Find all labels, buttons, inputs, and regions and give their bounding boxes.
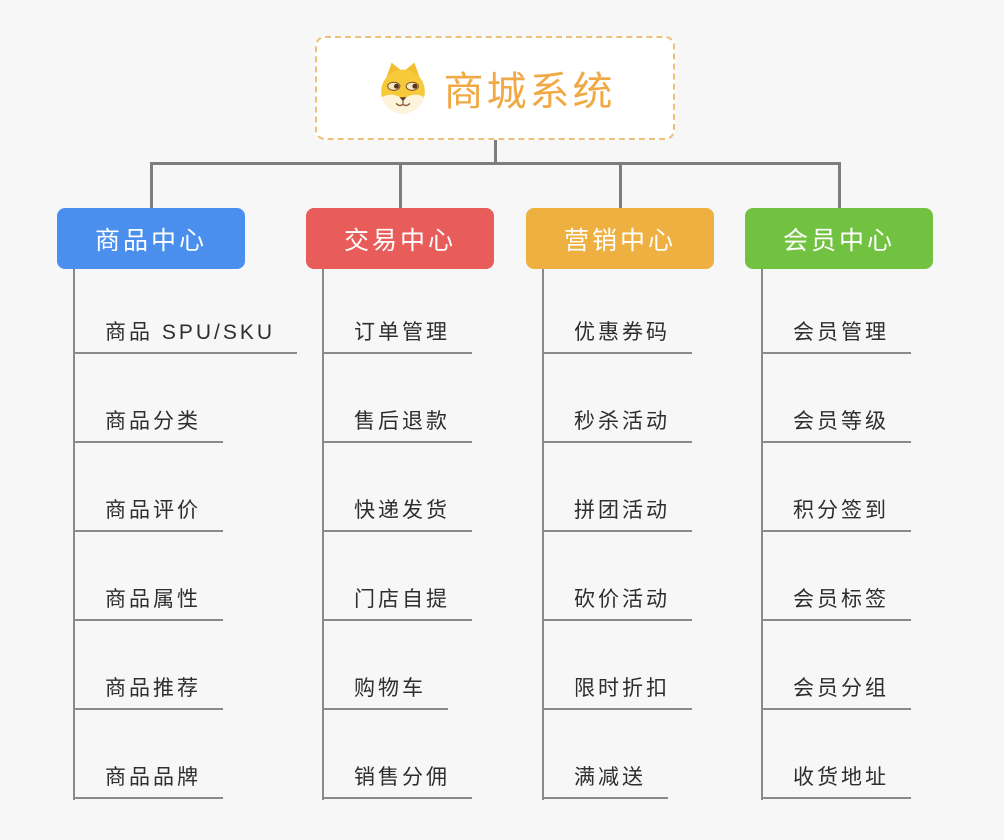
subtopic-item[interactable]: 会员标签	[761, 584, 911, 621]
subtopic-item[interactable]: 收货地址	[761, 762, 911, 799]
branch-connector-line	[322, 269, 324, 800]
subtopic-item[interactable]: 满减送	[542, 762, 668, 799]
branch-topic-label: 营销中心	[563, 226, 676, 255]
connector-segment	[398, 162, 402, 209]
subtopic-item[interactable]: 门店自提	[322, 584, 472, 621]
branch-connector-line	[761, 269, 763, 800]
branch-topic-3[interactable]: 营销中心	[526, 208, 714, 269]
branch-topic-label: 商品中心	[94, 226, 207, 255]
branch-topic-4[interactable]: 会员中心	[745, 208, 933, 269]
subtopic-item[interactable]: 积分签到	[761, 495, 911, 532]
subtopic-item[interactable]: 拼团活动	[542, 495, 692, 532]
connector-segment	[493, 140, 497, 165]
subtopic-item[interactable]: 秒杀活动	[542, 406, 692, 443]
branch-connector-line	[73, 269, 75, 800]
root-topic[interactable]: 商城系统	[315, 36, 675, 140]
branch-topic-1[interactable]: 商品中心	[57, 208, 245, 269]
dog-face-icon	[380, 62, 425, 114]
connector-segment	[149, 162, 153, 209]
subtopic-item[interactable]: 商品推荐	[73, 673, 223, 710]
branch-connector-line	[542, 269, 544, 800]
branch-topic-label: 会员中心	[782, 226, 895, 255]
subtopic-item[interactable]: 商品评价	[73, 495, 223, 532]
subtopic-item[interactable]: 商品品牌	[73, 762, 223, 799]
connector-segment	[149, 162, 841, 165]
root-topic-title: 商城系统	[443, 70, 616, 114]
subtopic-item[interactable]: 商品分类	[73, 406, 223, 443]
subtopic-item[interactable]: 限时折扣	[542, 673, 692, 710]
branch-column-4: 会员中心 会员管理会员等级积分签到会员标签会员分组收货地址	[745, 208, 1004, 818]
subtopic-item[interactable]: 商品属性	[73, 584, 223, 621]
subtopic-item[interactable]: 快递发货	[322, 495, 472, 532]
connector-segment	[618, 162, 622, 209]
subtopic-item[interactable]: 销售分佣	[322, 762, 472, 799]
branch-column-1: 商品中心 商品 SPU/SKU 商品分类商品评价商品属性商品推荐商品品牌	[57, 208, 327, 818]
branch-column-3: 营销中心 优惠券码秒杀活动拼团活动砍价活动限时折扣满减送	[526, 208, 796, 818]
connector-segment	[837, 162, 841, 209]
branch-column-2: 交易中心 订单管理售后退款快递发货门店自提购物车销售分佣	[306, 208, 576, 818]
subtopic-item[interactable]: 会员等级	[761, 406, 911, 443]
branch-topic-label: 交易中心	[343, 226, 456, 255]
subtopic-item[interactable]: 售后退款	[322, 406, 472, 443]
subtopic-item[interactable]: 商品 SPU/SKU	[73, 317, 298, 354]
subtopic-item[interactable]: 会员管理	[761, 317, 911, 354]
subtopic-item[interactable]: 会员分组	[761, 673, 911, 710]
subtopic-item[interactable]: 优惠券码	[542, 317, 692, 354]
subtopic-item[interactable]: 订单管理	[322, 317, 472, 354]
subtopic-item[interactable]: 砍价活动	[542, 584, 692, 621]
subtopic-item[interactable]: 购物车	[322, 673, 448, 710]
branch-topic-2[interactable]: 交易中心	[306, 208, 494, 269]
